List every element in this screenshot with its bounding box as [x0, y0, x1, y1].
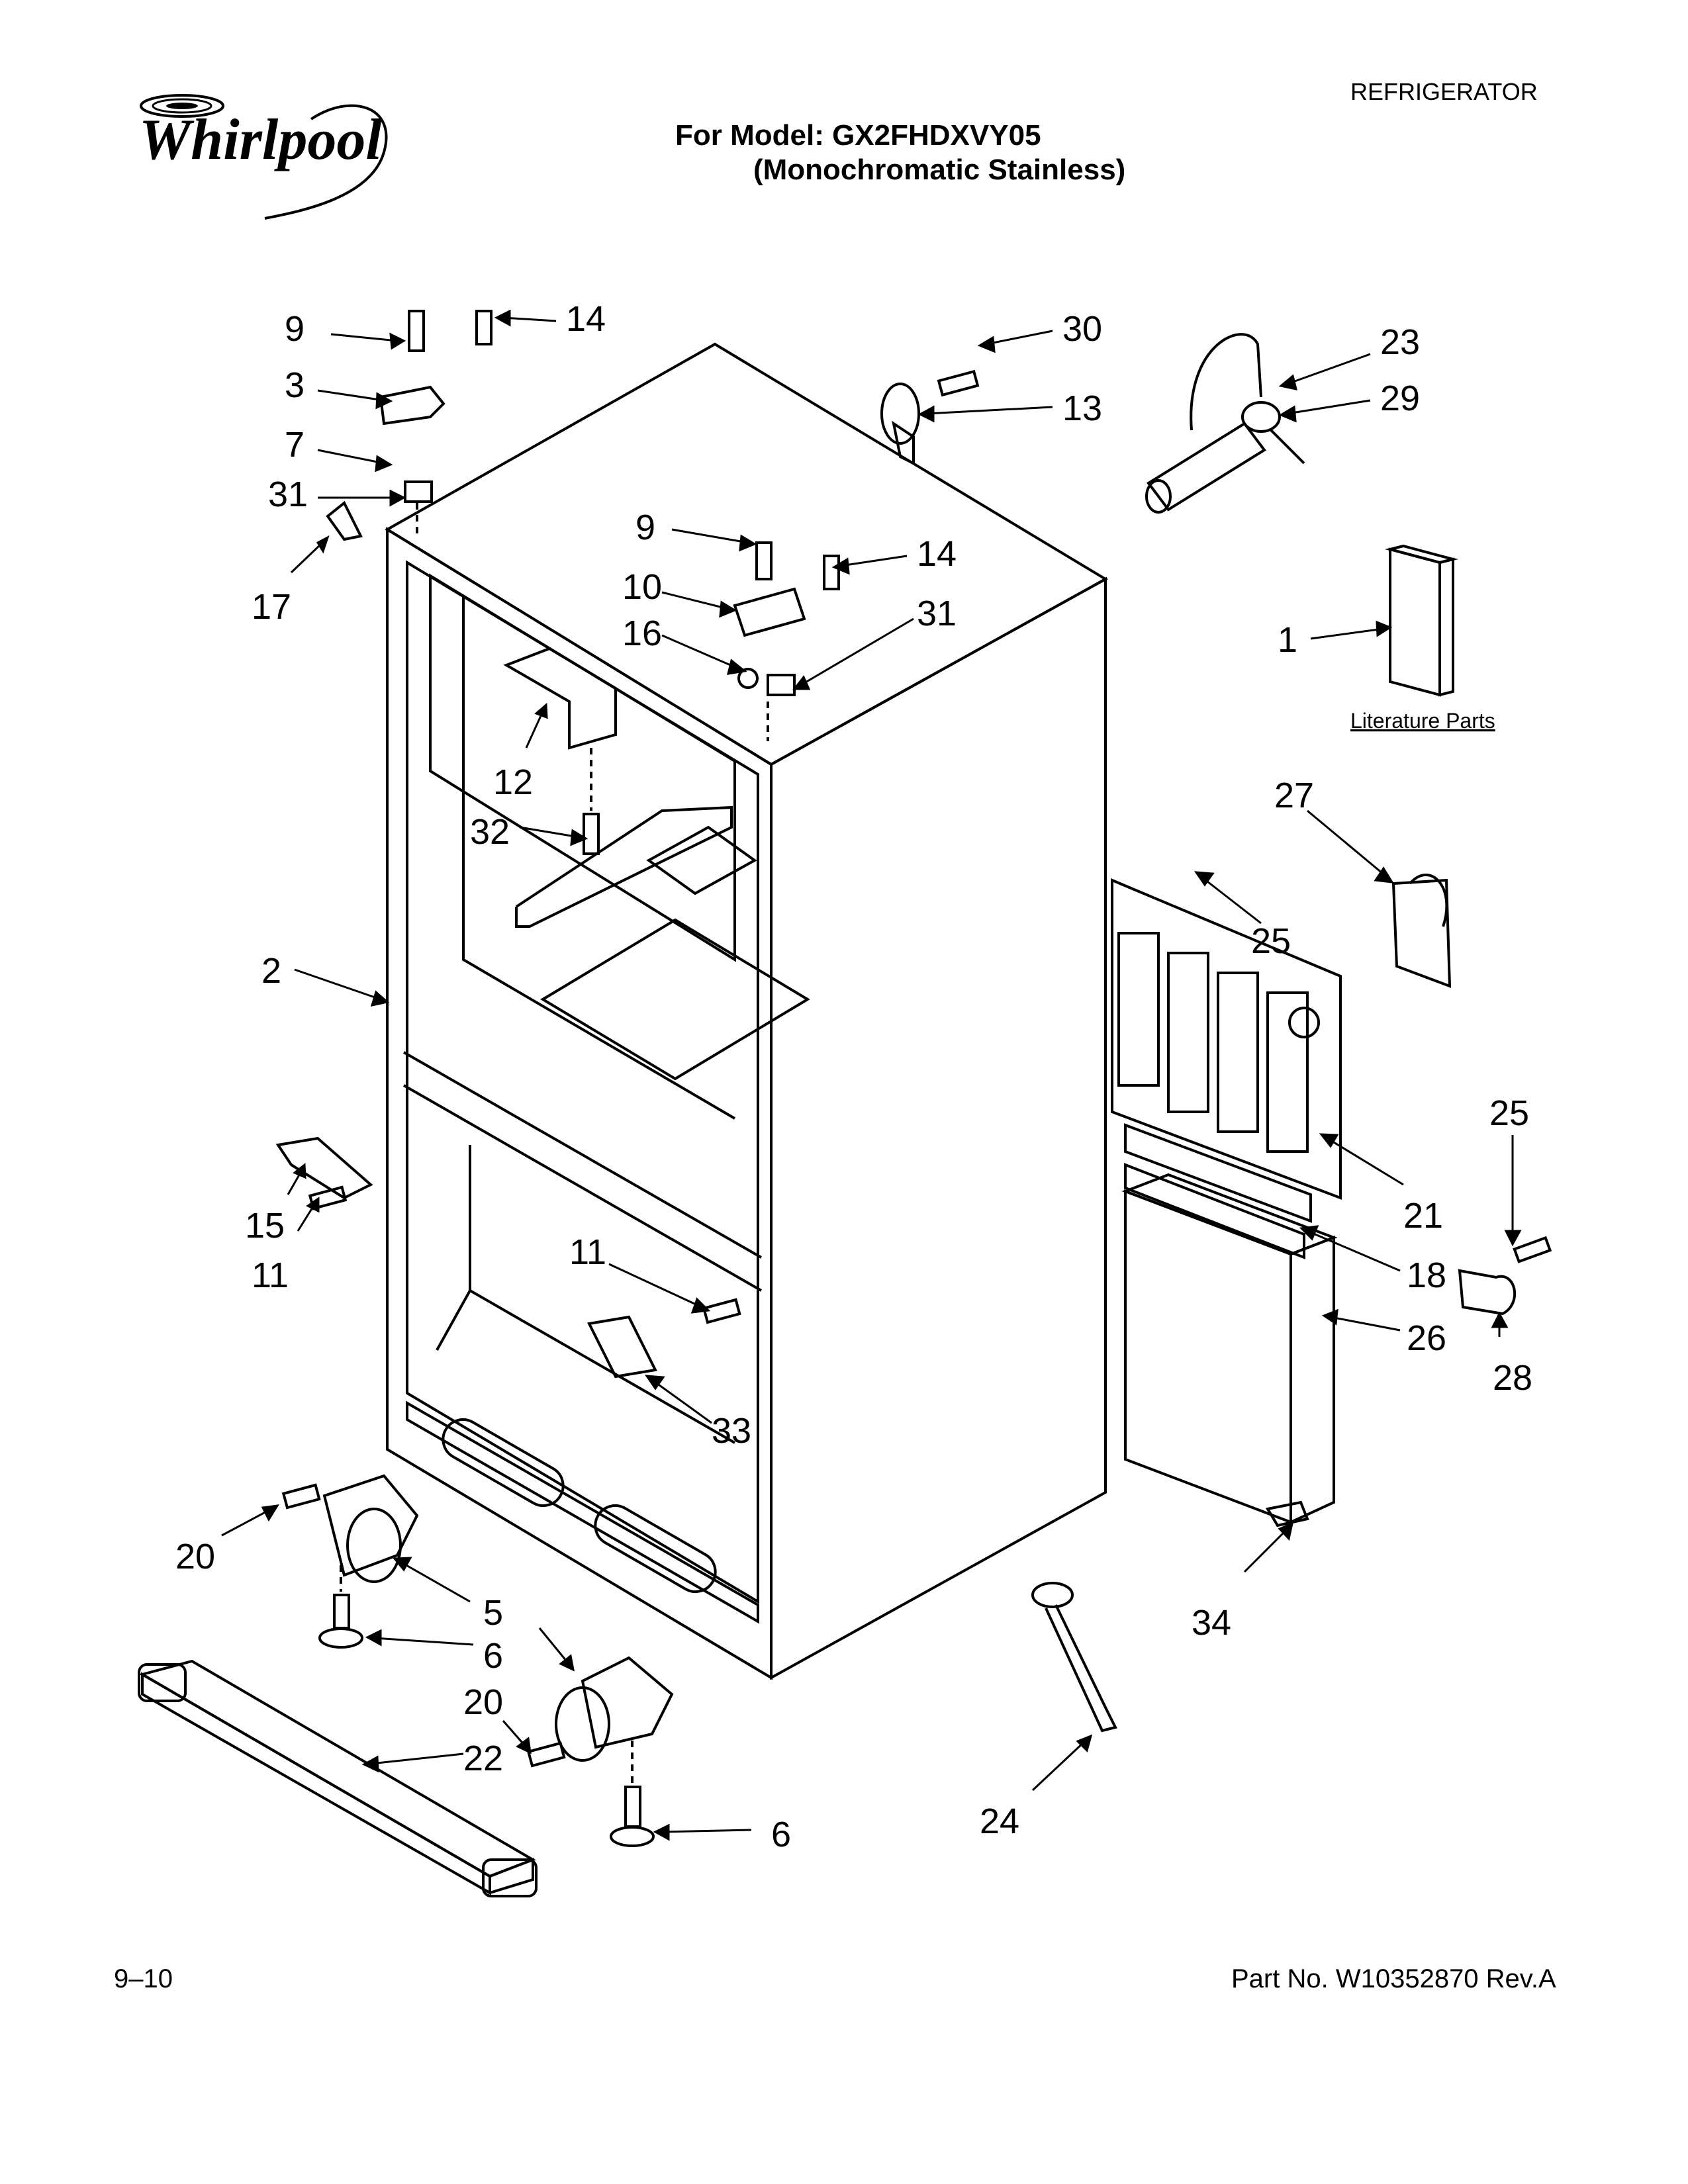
center-top-hinge: [733, 541, 840, 741]
callout-11b: 11: [569, 1232, 606, 1272]
callout-23: 23: [1380, 322, 1420, 362]
callout-5: 5: [483, 1593, 503, 1633]
callout-20a: 20: [175, 1537, 215, 1576]
callout-30: 30: [1062, 309, 1102, 349]
clip-34: [1265, 1500, 1309, 1527]
callout-9b: 9: [635, 508, 655, 547]
grille-21: [1111, 878, 1342, 1223]
callout-13: 13: [1062, 388, 1102, 428]
left-top-hinge: [326, 310, 492, 541]
callout-31a: 31: [268, 475, 308, 514]
part-number: Part No. W10352870 Rev.A: [1231, 1964, 1556, 1993]
roller-assembly-left: [281, 1474, 419, 1649]
roller-13: [880, 369, 980, 466]
callout-6b: 6: [771, 1815, 791, 1854]
callout-22: 22: [463, 1739, 503, 1778]
callout-2: 2: [261, 951, 281, 991]
page-number: 9–10: [114, 1964, 173, 1993]
hinge-15: [275, 1136, 373, 1210]
callout-25a: 25: [1251, 921, 1291, 961]
callout-numbers: 9 14 3 7 31 17 30 13 23 29 9 14 10 31 16…: [175, 299, 1532, 1854]
model-line: For Model: GX2FHDXVY05: [675, 119, 1041, 152]
literature-parts-label: Literature Parts: [1350, 709, 1495, 733]
callout-18: 18: [1407, 1255, 1446, 1295]
wrench-24: [1031, 1582, 1117, 1733]
callout-29: 29: [1380, 379, 1420, 418]
callout-10: 10: [622, 567, 662, 607]
callout-7: 7: [285, 425, 305, 465]
callout-16: 16: [622, 614, 662, 653]
callout-3: 3: [285, 365, 305, 405]
hinge-33: [587, 1298, 741, 1379]
callout-34: 34: [1192, 1603, 1231, 1643]
callout-21: 21: [1403, 1196, 1443, 1236]
callout-15: 15: [245, 1206, 285, 1246]
cabinet-outline: [385, 342, 1108, 1680]
callout-31b: 31: [917, 594, 957, 633]
roller-assembly-right: [526, 1656, 674, 1847]
callout-24: 24: [980, 1801, 1019, 1841]
water-tube: [1145, 333, 1305, 514]
appliance-category: REFRIGERATOR: [1350, 78, 1538, 105]
clamp-28: [1458, 1236, 1552, 1316]
callout-17: 17: [252, 587, 291, 627]
literature-book: [1385, 544, 1458, 697]
brand-wordmark: Whirlpool: [139, 108, 382, 172]
callout-27: 27: [1274, 776, 1314, 815]
callout-33: 33: [712, 1411, 751, 1451]
callout-14b: 14: [917, 534, 957, 574]
cover-27: [1391, 874, 1452, 988]
callout-28: 28: [1493, 1358, 1532, 1398]
base-grille-22: [138, 1659, 538, 1897]
leader-arrows: [221, 309, 1522, 1841]
callout-9a: 9: [285, 309, 305, 349]
callout-12: 12: [493, 762, 533, 802]
finish-line: (Monochromatic Stainless): [753, 154, 1126, 186]
callout-14a: 14: [566, 299, 606, 339]
callout-32: 32: [470, 812, 510, 852]
callout-25b: 25: [1489, 1093, 1529, 1133]
bracket-12: [503, 647, 617, 855]
callout-20b: 20: [463, 1682, 503, 1722]
callout-1: 1: [1278, 620, 1297, 660]
callout-11a: 11: [252, 1255, 289, 1295]
whirlpool-logo: Whirlpool: [139, 94, 388, 220]
callout-6a: 6: [483, 1636, 503, 1676]
callout-26: 26: [1407, 1318, 1446, 1358]
